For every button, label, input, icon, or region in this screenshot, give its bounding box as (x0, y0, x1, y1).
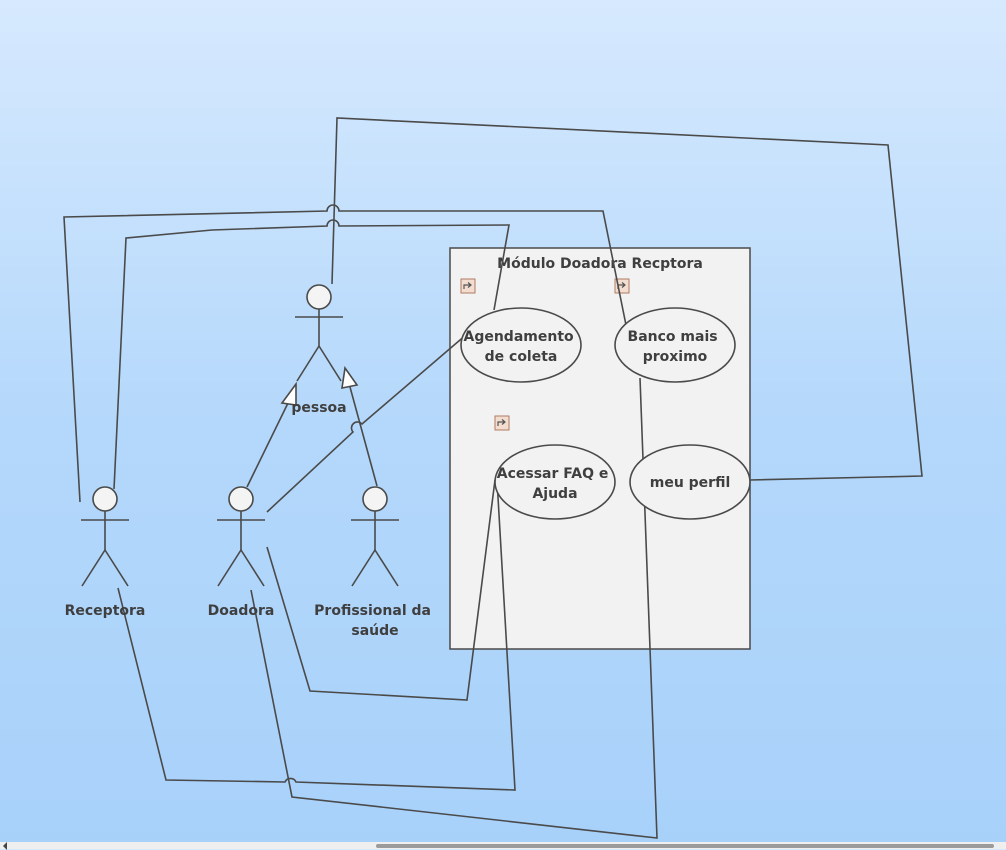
actor-label-profissional: Profissional da saúde (314, 603, 436, 639)
generalization-arrowhead (341, 365, 359, 390)
usecase-faq[interactable]: Acessar FAQ e Ajuda (494, 444, 616, 520)
usecase-faq-line1: Acessar FAQ e (497, 466, 609, 482)
generalization-doadora-pessoa[interactable] (246, 400, 290, 488)
horizontal-scrollbar[interactable] (0, 842, 1006, 850)
scrollbar-thumb[interactable] (376, 844, 994, 848)
association-doadora-faq[interactable] (266, 479, 496, 701)
generalization-arrowhead (280, 381, 297, 406)
actor-doadora[interactable] (217, 486, 265, 587)
scroll-left-arrow-icon[interactable] (3, 842, 7, 850)
usecase-banco[interactable]: Banco mais proximo (614, 307, 736, 383)
usecase-perfil-label: meu perfil (650, 475, 731, 491)
actor-receptora[interactable] (81, 486, 129, 587)
boundary-title: Módulo Doadora Recptora (497, 256, 703, 272)
link-icon (494, 415, 510, 431)
association-receptora-faq[interactable] (117, 479, 516, 791)
usecase-agendamento[interactable]: Agendamento de coleta (460, 307, 582, 383)
svg-text:Agendamento de coleta: Agendamento de coleta (463, 329, 578, 365)
link-icon (460, 278, 476, 294)
usecase-agendamento-line2: de coleta (485, 349, 558, 365)
generalization-profissional-pessoa[interactable] (349, 386, 378, 487)
association-pessoa-perfil[interactable] (331, 117, 923, 481)
actor-label-doadora: Doadora (208, 603, 275, 619)
usecase-perfil[interactable]: meu perfil (629, 444, 751, 520)
usecase-agendamento-line1: Agendamento (463, 329, 574, 345)
generalizations (246, 365, 378, 488)
association-doadora-agendamento[interactable] (266, 333, 468, 513)
actor-label-pessoa: pessoa (291, 400, 346, 416)
usecase-banco-line2: proximo (643, 349, 708, 365)
usecase-banco-line1: Banco mais (628, 329, 718, 345)
svg-text:Banco mais proximo: Banco mais proximo (628, 329, 723, 365)
association-doadora-banco[interactable] (250, 377, 658, 839)
svg-text:Acessar FAQ e Ajuda: Acessar FAQ e Ajuda (497, 466, 613, 502)
usecase-faq-line2: Ajuda (532, 486, 577, 502)
association-receptora-agendamento[interactable] (113, 219, 510, 490)
connectors (63, 117, 923, 839)
actor-label-profissional-line2: saúde (351, 623, 398, 639)
association-receptora-banco[interactable] (63, 204, 627, 503)
actor-pessoa[interactable] (295, 284, 343, 382)
actor-label-receptora: Receptora (65, 603, 146, 619)
actor-profissional[interactable] (351, 486, 399, 587)
actor-label-profissional-line1: Profissional da (314, 603, 431, 619)
